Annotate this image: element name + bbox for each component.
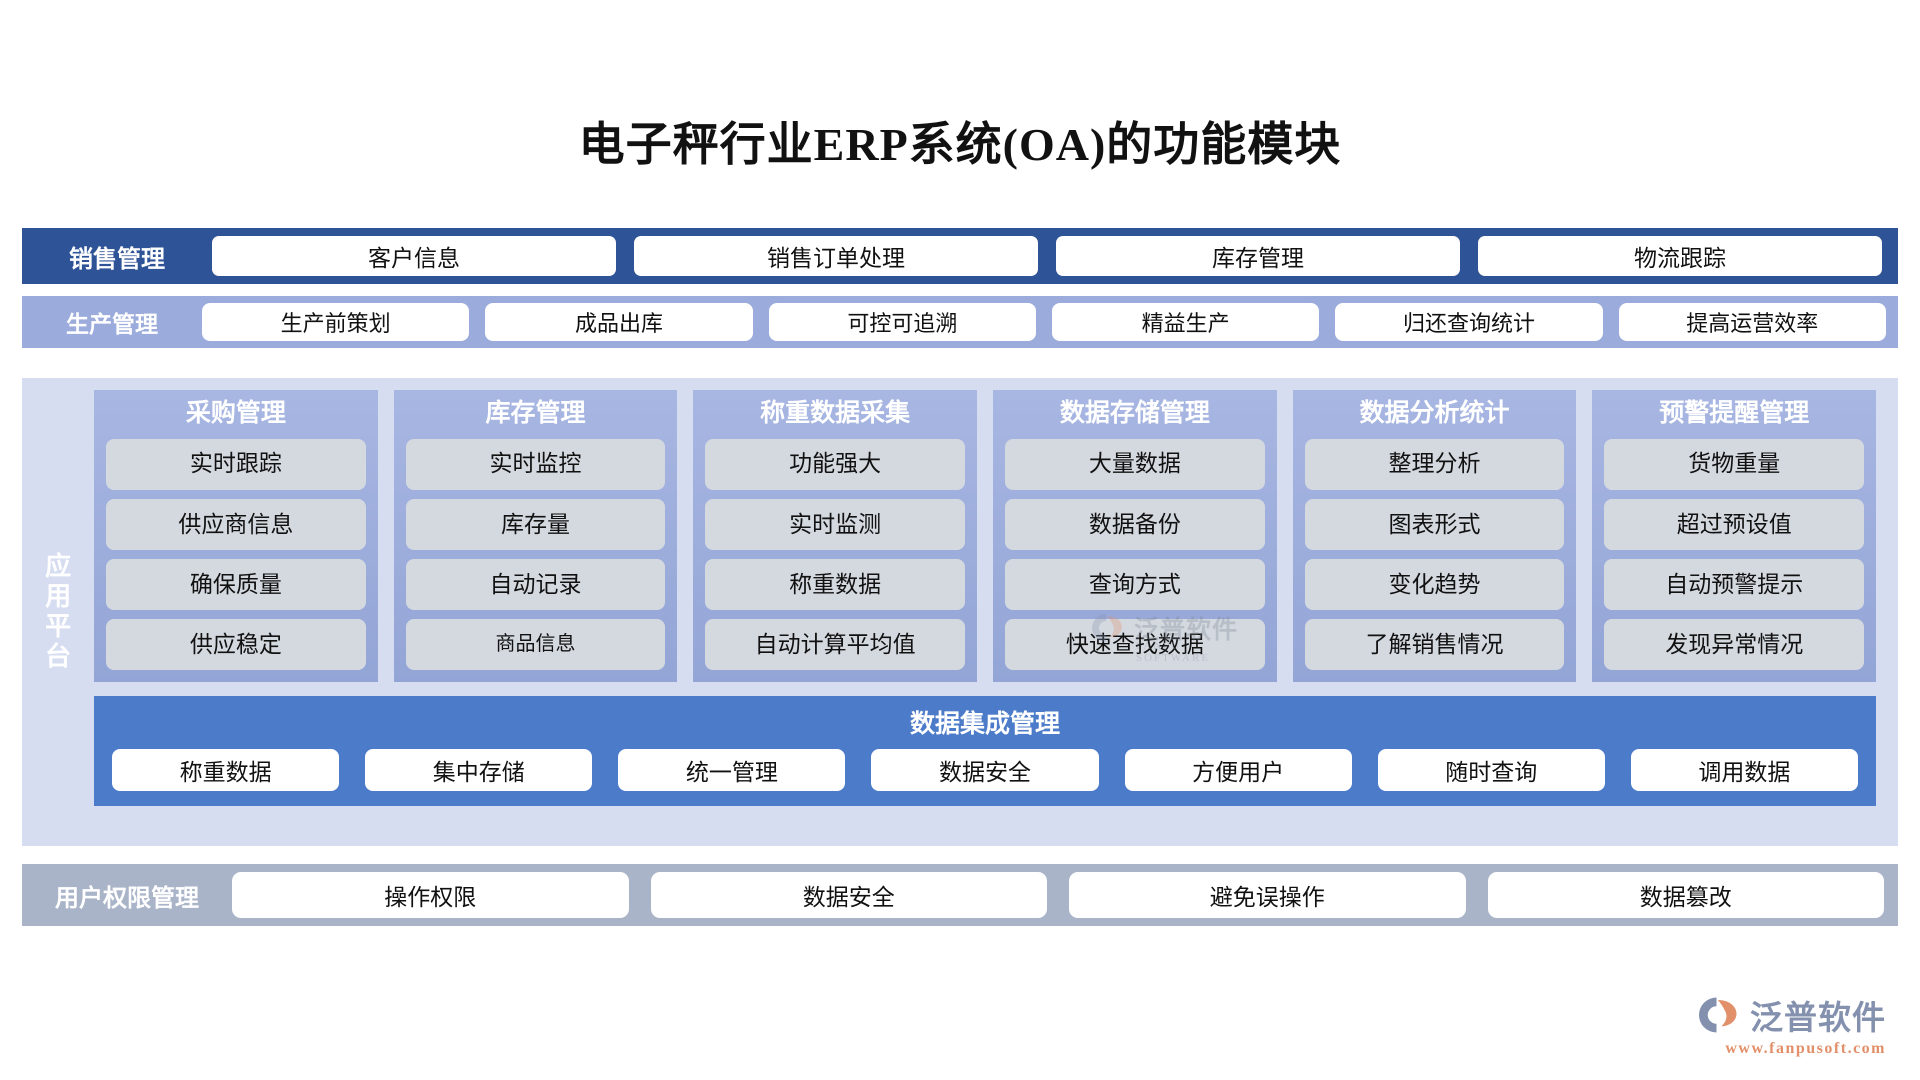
sales-chip-inventory-management[interactable]: 库存管理 bbox=[1056, 236, 1460, 276]
integration-chip-user-friendly[interactable]: 方便用户 bbox=[1124, 749, 1352, 791]
cell-weighing-1[interactable]: 功能强大 bbox=[705, 438, 966, 490]
cell-purchasing-1[interactable]: 实时跟踪 bbox=[106, 438, 366, 490]
cell-analysis-4[interactable]: 了解销售情况 bbox=[1304, 618, 1565, 670]
data-integration-bar: 数据集成管理 称重数据 集中存储 统一管理 数据安全 方便用户 随时查询 调用数… bbox=[94, 696, 1876, 806]
user-permission-label: 用户权限管理 bbox=[55, 885, 199, 912]
brand-logo: 泛普软件 www.fanpusoft.com bbox=[1696, 991, 1886, 1058]
cell-analysis-3[interactable]: 变化趋势 bbox=[1304, 558, 1565, 610]
production-chip-lean-production[interactable]: 精益生产 bbox=[1051, 303, 1320, 341]
brand-logo-top: 泛普软件 bbox=[1696, 991, 1886, 1039]
production-management-row: 生产管理 生产前策划 成品出库 可控可追溯 精益生产 归还查询统计 提高运营效率 bbox=[22, 296, 1898, 348]
cell-analysis-1[interactable]: 整理分析 bbox=[1304, 438, 1565, 490]
permission-chip-operation-rights[interactable]: 操作权限 bbox=[232, 872, 629, 918]
cell-inventory-4[interactable]: 商品信息 bbox=[405, 618, 666, 670]
module-column-group: 采购管理 实时跟踪 供应商信息 确保质量 供应稳定 库存管理 实时监控 库存量 … bbox=[94, 390, 1877, 682]
cell-inventory-1[interactable]: 实时监控 bbox=[405, 438, 666, 490]
sales-chip-group: 客户信息 销售订单处理 库存管理 物流跟踪 bbox=[212, 236, 1888, 276]
production-chip-finished-goods-out[interactable]: 成品出库 bbox=[485, 303, 753, 341]
module-items-data-storage: 大量数据 数据备份 查询方式 快速查找数据 bbox=[1005, 438, 1265, 670]
user-permission-row: 用户权限管理 操作权限 数据安全 避免误操作 数据篡改 bbox=[22, 864, 1898, 926]
sales-management-label: 销售管理 bbox=[69, 246, 165, 273]
cell-alert-2[interactable]: 超过预设值 bbox=[1604, 498, 1865, 550]
production-chip-return-query-stats[interactable]: 归还查询统计 bbox=[1335, 303, 1603, 341]
integration-chip-centralized-storage[interactable]: 集中存储 bbox=[365, 749, 593, 791]
cell-purchasing-2[interactable]: 供应商信息 bbox=[106, 498, 366, 550]
production-chip-group: 生产前策划 成品出库 可控可追溯 精益生产 归还查询统计 提高运营效率 bbox=[202, 303, 1898, 341]
module-column-purchasing[interactable]: 采购管理 实时跟踪 供应商信息 确保质量 供应稳定 bbox=[94, 390, 378, 682]
cell-alert-3[interactable]: 自动预警提示 bbox=[1604, 558, 1865, 610]
module-title-purchasing: 采购管理 bbox=[185, 400, 286, 427]
module-title-alert-reminder: 预警提醒管理 bbox=[1659, 400, 1810, 427]
cell-weighing-3[interactable]: 称重数据 bbox=[705, 558, 966, 610]
integration-chip-data-invocation[interactable]: 调用数据 bbox=[1630, 749, 1858, 791]
cell-storage-1[interactable]: 大量数据 bbox=[1005, 438, 1265, 490]
permission-chip-avoid-misoperation[interactable]: 避免误操作 bbox=[1069, 872, 1466, 918]
application-platform-label: 应用平台 bbox=[41, 552, 71, 672]
module-title-weighing-data: 称重数据采集 bbox=[760, 400, 911, 427]
user-permission-chip-group: 操作权限 数据安全 避免误操作 数据篡改 bbox=[232, 872, 1898, 918]
module-items-data-analysis: 整理分析 图表形式 变化趋势 了解销售情况 bbox=[1304, 438, 1565, 670]
cell-alert-1[interactable]: 货物重量 bbox=[1604, 438, 1865, 490]
data-integration-title: 数据集成管理 bbox=[909, 711, 1060, 738]
permission-chip-data-security[interactable]: 数据安全 bbox=[650, 872, 1047, 918]
application-platform-panel: 应用平台 采购管理 实时跟踪 供应商信息 确保质量 供应稳定 库存管理 实时监控 bbox=[22, 378, 1898, 846]
production-management-label: 生产管理 bbox=[66, 312, 158, 337]
module-column-inventory[interactable]: 库存管理 实时监控 库存量 自动记录 商品信息 bbox=[393, 390, 678, 682]
integration-chip-data-security[interactable]: 数据安全 bbox=[871, 749, 1099, 791]
module-items-alert-reminder: 货物重量 超过预设值 自动预警提示 发现异常情况 bbox=[1604, 438, 1865, 670]
module-title-inventory: 库存管理 bbox=[485, 400, 586, 427]
production-chip-pre-planning[interactable]: 生产前策划 bbox=[202, 303, 470, 341]
cell-inventory-2[interactable]: 库存量 bbox=[405, 498, 666, 550]
sales-management-row: 销售管理 客户信息 销售订单处理 库存管理 物流跟踪 bbox=[22, 228, 1898, 284]
data-integration-chip-group: 称重数据 集中存储 统一管理 数据安全 方便用户 随时查询 调用数据 bbox=[112, 749, 1858, 791]
platform-body: 采购管理 实时跟踪 供应商信息 确保质量 供应稳定 库存管理 实时监控 库存量 … bbox=[90, 378, 1898, 846]
integration-chip-weighing-data[interactable]: 称重数据 bbox=[112, 749, 340, 791]
cell-weighing-4[interactable]: 自动计算平均值 bbox=[705, 618, 966, 670]
cell-purchasing-3[interactable]: 确保质量 bbox=[106, 558, 366, 610]
module-items-inventory: 实时监控 库存量 自动记录 商品信息 bbox=[405, 438, 666, 670]
cell-storage-4[interactable]: 快速查找数据 bbox=[1005, 618, 1265, 670]
page-title: 电子秤行业ERP系统(OA)的功能模块 bbox=[578, 119, 1342, 170]
cell-analysis-2[interactable]: 图表形式 bbox=[1304, 498, 1565, 550]
brand-name: 泛普软件 bbox=[1750, 1001, 1886, 1037]
sales-chip-logistics-tracking[interactable]: 物流跟踪 bbox=[1478, 236, 1882, 276]
fanpu-logo-icon bbox=[1699, 997, 1737, 1033]
module-column-weighing-data[interactable]: 称重数据采集 功能强大 实时监测 称重数据 自动计算平均值 bbox=[693, 390, 978, 682]
brand-url: www.fanpusoft.com bbox=[1725, 1040, 1886, 1057]
cell-alert-4[interactable]: 发现异常情况 bbox=[1604, 618, 1865, 670]
module-title-data-analysis: 数据分析统计 bbox=[1359, 400, 1510, 427]
cell-storage-2[interactable]: 数据备份 bbox=[1005, 498, 1265, 550]
cell-inventory-3[interactable]: 自动记录 bbox=[405, 558, 666, 610]
integration-chip-anytime-query[interactable]: 随时查询 bbox=[1377, 749, 1605, 791]
module-title-data-storage: 数据存储管理 bbox=[1059, 400, 1210, 427]
cell-purchasing-4[interactable]: 供应稳定 bbox=[106, 618, 366, 670]
module-items-purchasing: 实时跟踪 供应商信息 确保质量 供应稳定 bbox=[106, 438, 366, 670]
module-column-alert-reminder[interactable]: 预警提醒管理 货物重量 超过预设值 自动预警提示 发现异常情况 bbox=[1592, 390, 1877, 682]
production-chip-controllable-traceable[interactable]: 可控可追溯 bbox=[768, 303, 1036, 341]
sales-chip-customer-info[interactable]: 客户信息 bbox=[212, 236, 616, 276]
module-items-weighing-data: 功能强大 实时监测 称重数据 自动计算平均值 bbox=[705, 438, 966, 670]
module-column-data-analysis[interactable]: 数据分析统计 整理分析 图表形式 变化趋势 了解销售情况 bbox=[1292, 390, 1577, 682]
module-column-data-storage[interactable]: 数据存储管理 大量数据 数据备份 查询方式 快速查找数据 bbox=[993, 390, 1277, 682]
production-chip-improve-efficiency[interactable]: 提高运营效率 bbox=[1618, 303, 1886, 341]
cell-weighing-2[interactable]: 实时监测 bbox=[705, 498, 966, 550]
permission-chip-data-tampering[interactable]: 数据篡改 bbox=[1487, 872, 1884, 918]
cell-storage-3[interactable]: 查询方式 bbox=[1005, 558, 1265, 610]
sales-chip-order-processing[interactable]: 销售订单处理 bbox=[634, 236, 1038, 276]
integration-chip-unified-management[interactable]: 统一管理 bbox=[618, 749, 846, 791]
